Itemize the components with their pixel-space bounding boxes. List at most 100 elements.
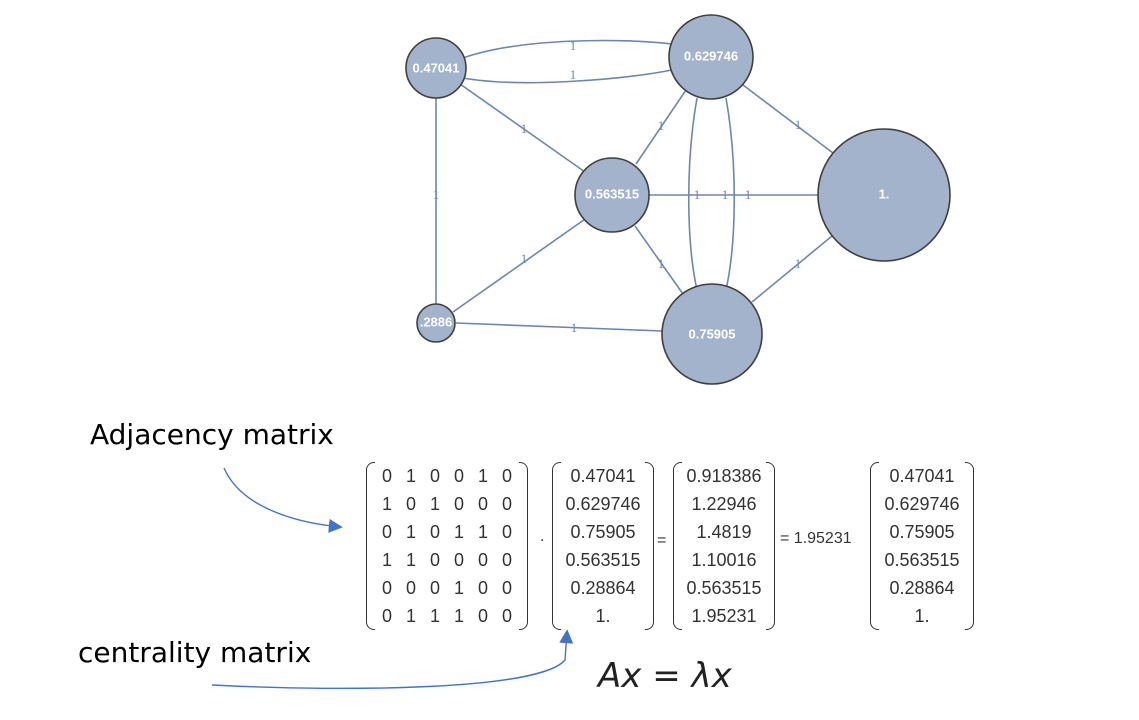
matrix-cell: 0 [405, 578, 416, 598]
matrix-cell: 0.75905 [889, 522, 955, 542]
matrix-cell: 0.47041 [570, 466, 636, 486]
matrix-cell: 0 [453, 494, 464, 514]
matrix-cell: 0 [501, 466, 512, 486]
node-label: .2886 [420, 314, 453, 329]
edge-label: 1 [571, 320, 578, 335]
graph-nodes: 0.47041 0.629746 0.75905 0.563515 .2886 … [405, 14, 951, 385]
matrix-cell: 1 [453, 578, 464, 598]
dot-operator: . [540, 528, 545, 545]
matrix-cell: 1 [381, 494, 392, 514]
matrix-cell: 0 [381, 522, 392, 542]
edge-label: 1 [658, 256, 665, 271]
edge-n4-n3 [634, 225, 684, 295]
edge-n6-n3 [751, 235, 833, 303]
node-label: 0.75905 [689, 326, 736, 341]
node-n1[interactable]: 0.47041 [405, 37, 467, 99]
edge-n2-n3-a [687, 97, 698, 291]
matrix-cell: 0 [381, 578, 392, 598]
edge-label: 1 [722, 187, 729, 202]
matrix-cell: 0.563515 [565, 550, 641, 570]
right-paren [645, 462, 654, 630]
matrix-cell: 1.22946 [691, 494, 757, 514]
matrix-cell: 1 [477, 522, 488, 542]
matrix-cell: 0.28864 [570, 578, 636, 598]
matrix-cell: 0.563515 [686, 578, 762, 598]
matrix-cell: 0 [477, 578, 488, 598]
right-paren [766, 462, 775, 630]
node-label: 0.563515 [585, 186, 639, 201]
matrix-cell: 1 [477, 466, 488, 486]
node-label: 0.629746 [684, 48, 738, 63]
eigenvalue-operator: = 1.95231 [780, 530, 852, 547]
matrix-cell: 0.629746 [884, 494, 960, 514]
edge-n4-n5 [452, 216, 589, 313]
matrix-cell: 0 [477, 550, 488, 570]
matrix-cell: 1 [453, 522, 464, 542]
node-n5[interactable]: .2886 [416, 303, 456, 343]
eigen-vector: 0.47041 0.629746 0.75905 0.563515 0.28864 1. [870, 462, 974, 630]
edge-label: 1 [795, 117, 802, 132]
matrix-cell: 0 [501, 522, 512, 542]
matrix-cell: 0 [453, 550, 464, 570]
matrix-cell: 0 [453, 466, 464, 486]
matrix-cell: 0 [501, 606, 512, 626]
matrix-cell: 0.75905 [570, 522, 636, 542]
edge-label: 1 [521, 251, 528, 266]
matrix-cell: 1.95231 [691, 606, 757, 626]
matrix-cell: 0 [429, 578, 440, 598]
edge-label: 1 [570, 67, 577, 82]
matrix-cell: 0 [429, 466, 440, 486]
left-paren [366, 462, 375, 630]
edge-label: 1 [658, 118, 665, 133]
node-n6[interactable]: 1. [817, 128, 951, 262]
matrix-cell: 1 [429, 606, 440, 626]
node-n4[interactable]: 0.563515 [574, 157, 650, 233]
edge-n2-n6 [742, 84, 834, 154]
matrix-cell: 0.629746 [565, 494, 641, 514]
matrix-cell: 1. [595, 606, 611, 626]
matrix-cell: 0.47041 [889, 466, 955, 486]
edge-label: 1 [795, 256, 802, 271]
edge-n5-n3 [455, 322, 663, 332]
matrix-cell: 0 [429, 550, 440, 570]
left-paren [552, 462, 561, 630]
matrix-cell: 1 [405, 466, 416, 486]
eigen-equation-formula: Ax = λx [598, 656, 732, 696]
matrix-cell: 1 [381, 550, 392, 570]
edge-label: 1 [521, 121, 528, 136]
edge-n1-n4 [459, 83, 586, 173]
matrix-cell: 1 [405, 550, 416, 570]
node-n3[interactable]: 0.75905 [661, 283, 763, 385]
matrix-cell: 0.28864 [889, 578, 955, 598]
graph-edges [435, 39, 834, 332]
right-paren [519, 462, 528, 630]
edge-label: 1 [694, 187, 701, 202]
edge-n1-n2-b [462, 69, 673, 84]
node-label: 0.47041 [413, 60, 460, 75]
edge-label: 1 [570, 38, 577, 53]
matrix-cell: 0.563515 [884, 550, 960, 570]
edge-n1-n2-a [462, 39, 673, 59]
matrix-cell: 0 [501, 550, 512, 570]
matrix-cell: 0 [405, 494, 416, 514]
equals-operator: = [657, 532, 667, 549]
matrix-cell: 1 [453, 606, 464, 626]
edge-n2-n3-b [725, 97, 736, 291]
matrix-cell: 0 [429, 522, 440, 542]
left-paren [673, 462, 682, 630]
matrix-cell: 1. [914, 606, 930, 626]
matrix-cell: 0 [477, 606, 488, 626]
node-n2[interactable]: 0.629746 [668, 14, 754, 100]
matrix-cell: 1 [405, 522, 416, 542]
centrality-vector-grid: 0.47041 0.629746 0.75905 0.563515 0.28864 1. [561, 462, 645, 630]
edge-label: 1 [745, 187, 752, 202]
matrix-cell: 1 [429, 494, 440, 514]
edge-labels: 1 1 1 1 1 1 1 1 1 1 1 1 1 [433, 38, 802, 335]
matrix-cell: 0 [501, 578, 512, 598]
matrix-cell: 0 [477, 494, 488, 514]
centrality-matrix-callout: centrality matrix [78, 636, 312, 669]
